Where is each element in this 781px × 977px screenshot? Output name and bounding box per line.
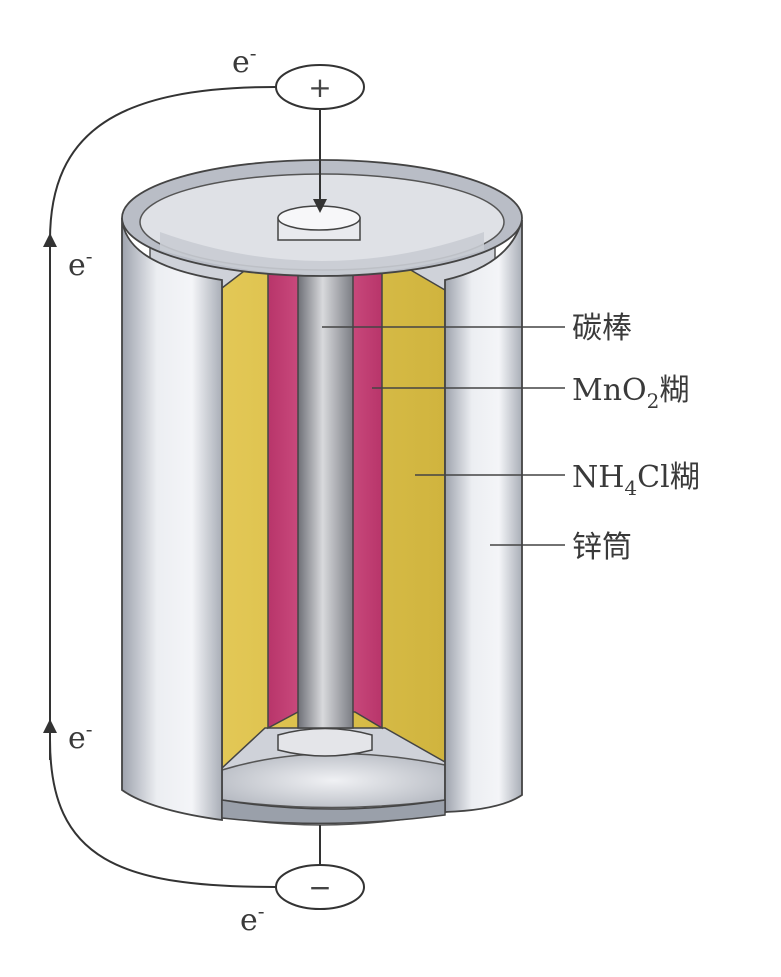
negative-terminal: − — [275, 864, 365, 910]
zinc-can-right-wall — [444, 219, 523, 813]
negative-sign: − — [308, 871, 331, 904]
battery — [121, 159, 523, 826]
positive-terminal: + — [275, 64, 365, 110]
positive-sign: + — [308, 71, 331, 104]
label-carbon-rod: 碳棒 — [572, 311, 632, 346]
cell-bottom-floor — [221, 752, 446, 809]
carbon-rod-base — [277, 727, 373, 757]
label-mno2-paste: MnO2糊 — [572, 373, 689, 413]
label-nh4cl-paste: NH4Cl糊 — [572, 460, 700, 500]
zinc-can-bottom-rim — [221, 799, 446, 825]
electron-label-lower-left: e- — [68, 717, 93, 756]
label-zinc-can: 锌筒 — [572, 530, 632, 565]
carbon-rod — [297, 237, 354, 729]
zinc-can-left-wall — [121, 217, 223, 822]
electron-label-upper-left: e- — [68, 244, 93, 283]
electron-label-bottom: e- — [240, 899, 265, 938]
electron-label-top: e- — [232, 41, 257, 80]
external-wire — [49, 86, 277, 888]
